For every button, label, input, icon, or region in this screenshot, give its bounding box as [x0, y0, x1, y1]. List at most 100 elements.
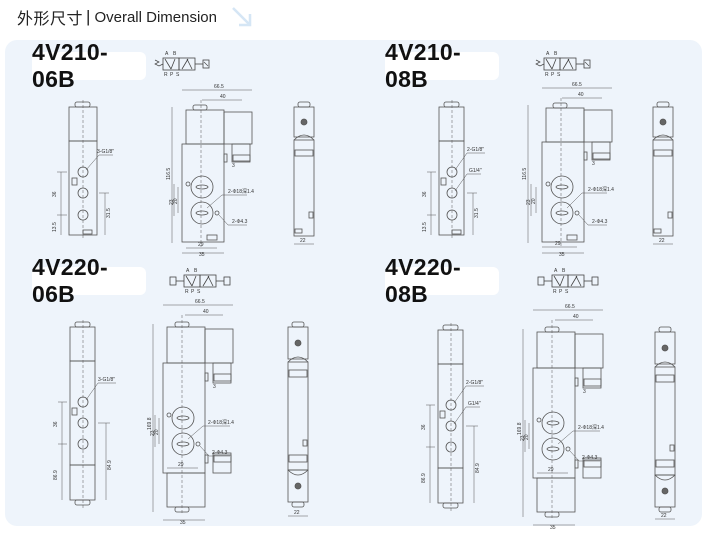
svg-text:66.5: 66.5	[572, 82, 582, 88]
svg-text:2-Φ18深1.4: 2-Φ18深1.4	[578, 424, 604, 431]
front-view-drawing: 66.5 40 169.8 3 23 20 2-Φ18深1.4 2-Φ4.3 2…	[147, 299, 234, 526]
dimension-panel: 4V210-06B A B R P S	[5, 39, 702, 531]
svg-text:R: R	[185, 289, 189, 295]
valve-symbol-icon: A B R P S	[535, 51, 591, 78]
svg-text:40: 40	[573, 314, 579, 320]
title-separator: |	[86, 7, 91, 26]
svg-text:66.5: 66.5	[214, 84, 224, 90]
svg-text:2-G1/8": 2-G1/8"	[466, 380, 483, 386]
front-view-drawing: 66.5 40 169.8 3 23 20 2-Φ18深1.4 2-Φ4.3 2…	[517, 304, 604, 531]
svg-text:20: 20	[524, 434, 530, 440]
svg-text:29: 29	[548, 467, 554, 473]
svg-text:2-Φ18深1.4: 2-Φ18深1.4	[588, 186, 614, 193]
svg-text:23: 23	[526, 199, 532, 205]
valve-symbol-icon: A B R P S	[154, 51, 210, 78]
svg-text:S: S	[176, 72, 180, 78]
svg-text:31.5: 31.5	[474, 208, 480, 218]
svg-text:2-Φ4.3: 2-Φ4.3	[582, 455, 598, 461]
svg-text:P: P	[191, 289, 195, 295]
svg-text:40: 40	[203, 309, 209, 315]
side-view-drawing: 3-G1/8" 36 86.9 84.9	[53, 320, 116, 510]
side-view-drawing: 2-G1/8" G1/4" 36 86.9 84.9	[421, 323, 484, 513]
svg-text:R: R	[545, 72, 549, 78]
model-title: 4V210-08B	[385, 39, 499, 92]
svg-text:40: 40	[578, 92, 584, 98]
svg-text:31.5: 31.5	[106, 208, 112, 218]
svg-text:R: R	[164, 72, 168, 78]
svg-text:3-G1/8": 3-G1/8"	[97, 149, 114, 155]
svg-text:2-Φ4.3: 2-Φ4.3	[212, 450, 228, 456]
svg-text:P: P	[551, 72, 555, 78]
valve-symbol-icon: A B R P S	[169, 268, 231, 295]
end-view-drawing: 22	[287, 321, 309, 517]
svg-text:P: P	[559, 289, 563, 295]
svg-text:22: 22	[659, 238, 665, 244]
svg-text:2-Φ4.3: 2-Φ4.3	[232, 219, 248, 225]
svg-text:B: B	[562, 268, 566, 274]
svg-text:36: 36	[52, 191, 58, 197]
title-chinese: 外形尺寸	[17, 9, 84, 28]
svg-text:A: A	[546, 51, 550, 57]
svg-text:A: A	[554, 268, 558, 274]
svg-text:S: S	[557, 72, 561, 78]
svg-text:86.9: 86.9	[421, 473, 427, 483]
svg-text:84.9: 84.9	[107, 460, 113, 470]
valve-symbol-icon: A B R P S	[537, 268, 599, 295]
svg-text:84.9: 84.9	[475, 463, 481, 473]
svg-text:3-G1/8": 3-G1/8"	[98, 377, 115, 383]
svg-text:66.5: 66.5	[195, 299, 205, 305]
end-view-drawing: 22	[654, 326, 676, 520]
svg-text:29: 29	[178, 462, 184, 468]
end-view-drawing: 22	[293, 101, 315, 245]
svg-text:G1/4": G1/4"	[469, 168, 482, 174]
model-title: 4V210-06B	[32, 39, 146, 92]
svg-text:23: 23	[169, 199, 175, 205]
svg-text:3: 3	[213, 384, 216, 390]
svg-text:13.5: 13.5	[422, 222, 428, 232]
svg-text:116.5: 116.5	[166, 168, 172, 180]
svg-text:22: 22	[661, 513, 667, 519]
model-title: 4V220-06B	[32, 254, 146, 307]
svg-text:29: 29	[555, 241, 561, 247]
svg-text:35: 35	[199, 252, 205, 258]
svg-text:169.8: 169.8	[147, 417, 153, 430]
side-view-drawing: 3-G1/8" 36 31.5 13.5	[52, 100, 114, 238]
front-view-drawing: 66.5 40 116.5 3 23 20 2-Φ18深1.4 2-Φ4.3 2…	[522, 82, 614, 258]
svg-text:A: A	[165, 51, 169, 57]
svg-text:36: 36	[421, 424, 427, 430]
svg-text:29: 29	[198, 242, 204, 248]
svg-text:20: 20	[173, 198, 179, 204]
svg-text:R: R	[553, 289, 557, 295]
svg-text:3: 3	[583, 389, 586, 395]
title-english: Overall Dimension	[94, 8, 217, 26]
svg-text:2-Φ18深1.4: 2-Φ18深1.4	[208, 419, 234, 426]
svg-text:3: 3	[232, 163, 235, 169]
svg-text:S: S	[565, 289, 569, 295]
section-header: 外形尺寸 | Overall Dimension	[17, 4, 253, 30]
svg-text:86.9: 86.9	[53, 470, 59, 480]
svg-text:2-G1/8": 2-G1/8"	[467, 147, 484, 153]
svg-text:A: A	[186, 268, 190, 274]
svg-text:22: 22	[300, 238, 306, 244]
svg-text:13.5: 13.5	[52, 222, 58, 232]
svg-text:116.5: 116.5	[522, 168, 528, 180]
svg-text:S: S	[197, 289, 201, 295]
svg-text:2-Φ18深1.4: 2-Φ18深1.4	[228, 188, 254, 195]
svg-text:20: 20	[154, 429, 160, 435]
svg-text:22: 22	[294, 510, 300, 516]
end-view-drawing: 22	[652, 101, 674, 245]
svg-text:66.5: 66.5	[565, 304, 575, 310]
svg-text:35: 35	[550, 525, 556, 531]
svg-text:G1/4": G1/4"	[468, 401, 481, 407]
svg-text:2-Φ4.3: 2-Φ4.3	[592, 219, 608, 225]
model-title: 4V220-08B	[385, 254, 499, 307]
svg-text:23: 23	[150, 430, 156, 436]
svg-text:B: B	[173, 51, 177, 57]
svg-text:36: 36	[422, 191, 428, 197]
svg-text:P: P	[170, 72, 174, 78]
svg-text:3: 3	[592, 161, 595, 167]
svg-text:169.8: 169.8	[517, 422, 523, 435]
front-view-drawing: 66.5 40 116.5 3 23 20 2-Φ18深1.4 2-Φ4.3 2…	[166, 84, 254, 258]
svg-text:B: B	[554, 51, 558, 57]
svg-text:36: 36	[53, 421, 59, 427]
